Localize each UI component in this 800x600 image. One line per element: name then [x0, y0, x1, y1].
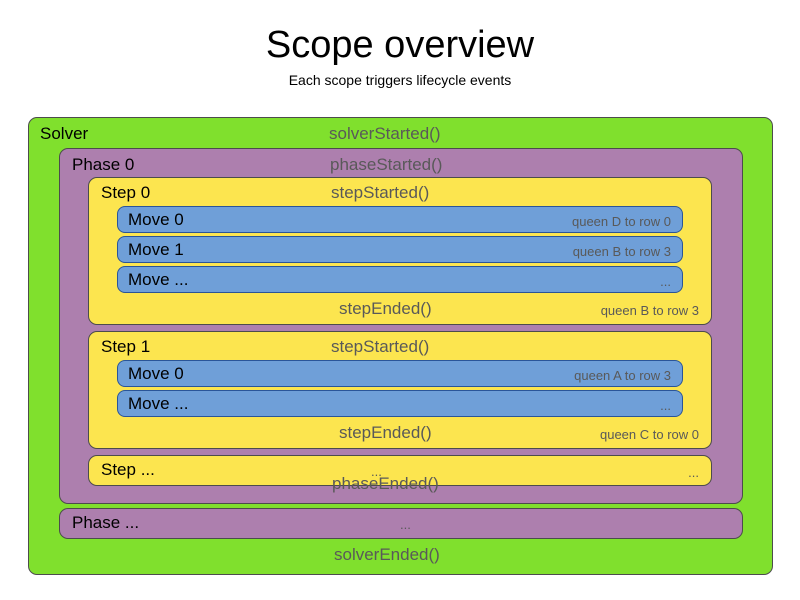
phase-0-scope-label: Phase 0	[72, 155, 135, 174]
move-label: Move ...	[128, 270, 189, 289]
step-1-scope-label: Step 1	[101, 337, 151, 356]
solver-scope-label: Solver	[40, 124, 89, 143]
step-0-scope: Step 0 stepStarted() Move 0 queen D to r…	[88, 177, 712, 325]
move-detail: queen B to row 3	[572, 244, 671, 259]
step-0-scope-label: Step 0	[101, 183, 151, 202]
move-row: Move ... ...	[117, 390, 683, 417]
move-label: Move ...	[128, 394, 189, 413]
page-header: Scope overview Each scope triggers lifec…	[0, 0, 800, 90]
solver-ended-event: solverEnded()	[334, 545, 440, 564]
step-more-right-dots: ...	[688, 465, 699, 480]
step-more-center-dots: ...	[371, 464, 382, 479]
phase-0-started-event: phaseStarted()	[330, 155, 443, 174]
move-row: Move 0 queen D to row 0	[117, 206, 683, 233]
step-more-scope-label: Step ...	[101, 460, 155, 479]
move-detail: queen A to row 3	[574, 368, 671, 383]
move-detail: queen D to row 0	[571, 214, 671, 229]
step-1-started-event: stepStarted()	[331, 337, 430, 356]
solver-scope: Solver solverStarted() Phase 0 phaseStar…	[28, 117, 773, 575]
move-detail: ...	[660, 398, 671, 413]
page-subtitle: Each scope triggers lifecycle events	[288, 72, 512, 88]
move-label: Move 0	[128, 210, 184, 229]
move-row: Move 0 queen A to row 3	[117, 360, 683, 387]
step-1-ended-event: stepEnded()	[339, 423, 432, 442]
move-row: Move 1 queen B to row 3	[117, 236, 683, 263]
phase-more-scope-label: Phase ...	[72, 513, 140, 532]
page-title: Scope overview	[265, 24, 535, 66]
move-label: Move 0	[128, 364, 184, 383]
move-label: Move 1	[128, 240, 184, 259]
step-0-ended-detail: queen B to row 3	[600, 303, 699, 318]
solver-started-event: solverStarted()	[329, 124, 441, 143]
step-0-ended-event: stepEnded()	[339, 299, 432, 318]
phase-0-scope: Phase 0 phaseStarted() Step 0 stepStarte…	[59, 148, 743, 504]
step-more-scope: Step ... ... ...	[88, 455, 712, 486]
phase-more-scope: Phase ... ...	[59, 508, 743, 539]
step-1-scope: Step 1 stepStarted() Move 0 queen A to r…	[88, 331, 712, 449]
step-1-ended-detail: queen C to row 0	[599, 427, 699, 442]
move-detail: ...	[660, 274, 671, 289]
phase-0-ended-event: phaseEnded()	[332, 474, 439, 493]
move-row: Move ... ...	[117, 266, 683, 293]
phase-more-center-dots: ...	[400, 517, 411, 532]
step-0-started-event: stepStarted()	[331, 183, 430, 202]
